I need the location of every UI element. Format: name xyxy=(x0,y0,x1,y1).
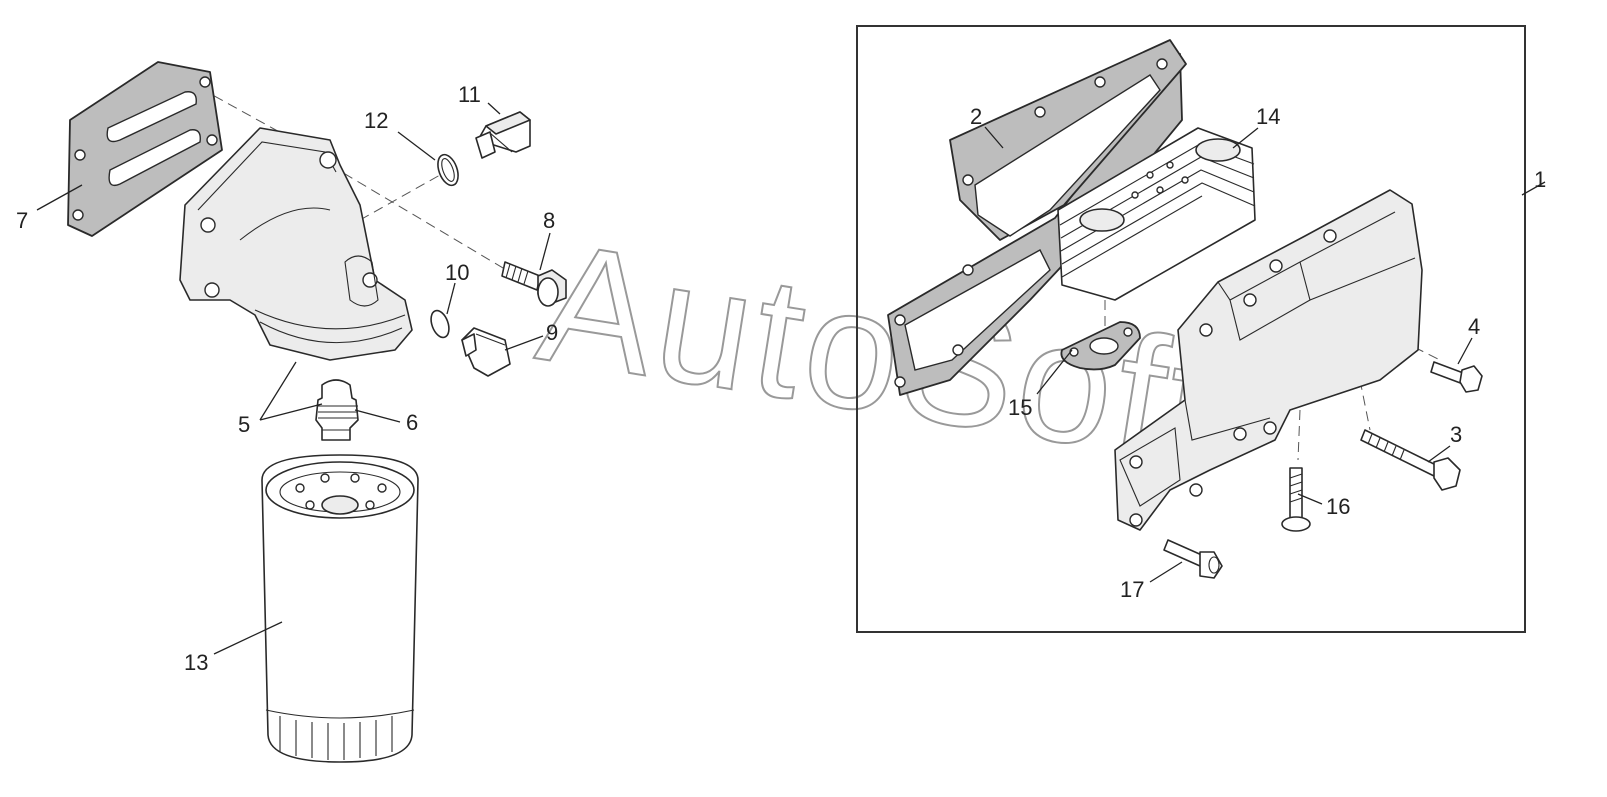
callout-9: 9 xyxy=(546,320,558,345)
callout-11: 11 xyxy=(458,82,481,107)
callout-7: 7 xyxy=(16,208,28,233)
part-14-cooler-core xyxy=(1057,127,1256,301)
part-10-o-ring xyxy=(430,309,450,339)
part-3-bolt xyxy=(1360,429,1461,491)
part-6-nipple xyxy=(315,379,359,441)
callout-8: 8 xyxy=(543,208,555,233)
callout-15: 15 xyxy=(1008,395,1032,420)
callout-1: 1 xyxy=(1534,167,1546,192)
callout-13: 13 xyxy=(184,650,208,675)
part-8-bolt xyxy=(501,261,567,307)
part-4-bolt xyxy=(1430,361,1483,393)
assembly-line-7 xyxy=(199,87,331,161)
part-2-cooler-gasket xyxy=(887,39,1187,396)
oil-cooler-assembly-frame xyxy=(856,25,1526,633)
callout-3: 3 xyxy=(1450,422,1462,447)
part-9-plug xyxy=(461,327,511,377)
part-12-o-ring xyxy=(437,153,459,187)
part-15-small-gasket xyxy=(1060,321,1141,371)
part-13-oil-filter xyxy=(261,454,419,763)
part-17-screw xyxy=(1163,539,1223,579)
callout-4: 4 xyxy=(1468,314,1480,339)
leader-lines xyxy=(36,102,1546,655)
callout-6: 6 xyxy=(406,410,418,435)
callout-17: 17 xyxy=(1120,577,1144,602)
part-16-bolt xyxy=(1281,467,1311,532)
callout-10: 10 xyxy=(445,260,469,285)
part-11-plug xyxy=(475,111,531,159)
assembly-line-8 xyxy=(329,164,541,291)
assembly-line-3 xyxy=(1359,379,1371,431)
part-7-gasket xyxy=(67,61,223,237)
callout-2: 2 xyxy=(970,104,982,129)
callout-12: 12 xyxy=(364,108,388,133)
assembly-line-16 xyxy=(1297,409,1301,461)
callout-5: 5 xyxy=(238,412,250,437)
callout-16: 16 xyxy=(1326,494,1350,519)
callout-14: 14 xyxy=(1256,104,1280,129)
assembly-line-12 xyxy=(359,174,441,221)
cooler-housing xyxy=(1114,189,1423,531)
part-5-filter-head xyxy=(179,127,413,361)
